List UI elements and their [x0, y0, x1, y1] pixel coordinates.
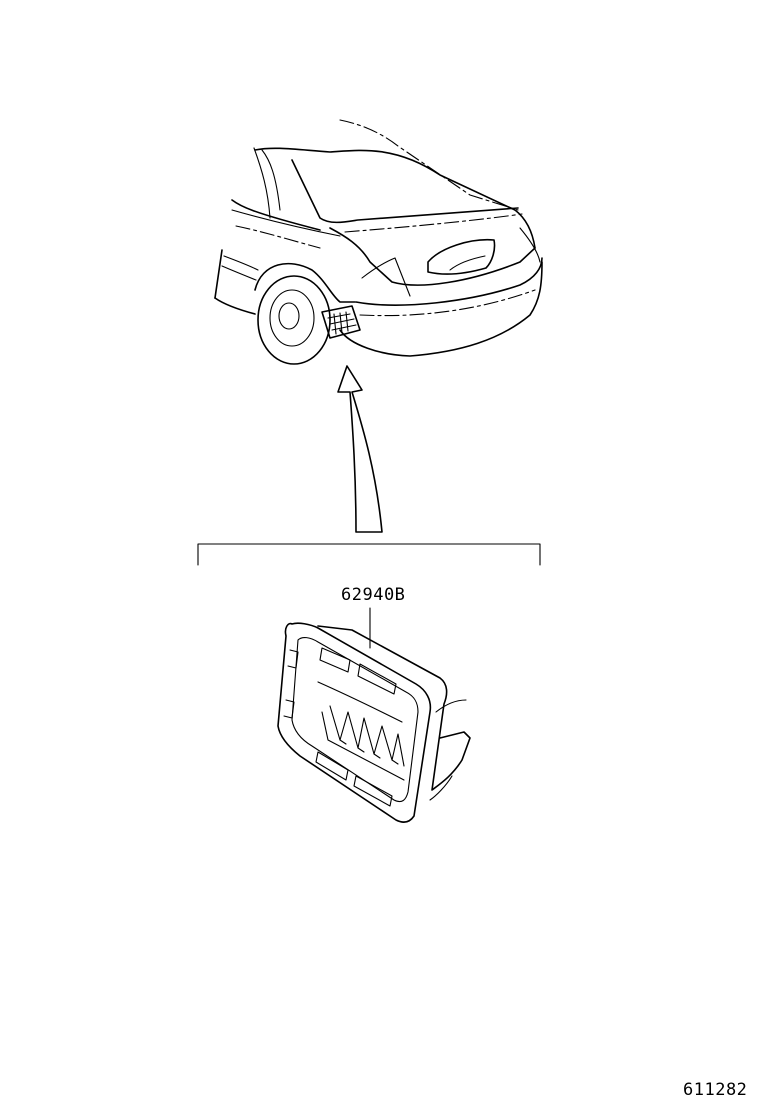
group-bracket — [197, 543, 541, 566]
duct-location-marker — [321, 305, 361, 339]
pointer-arrow — [337, 365, 383, 533]
figure-code: 611282 — [683, 1080, 747, 1100]
air-duct-part — [277, 622, 471, 823]
vehicle-rear-view — [214, 119, 543, 365]
part-number-label: 62940B — [341, 585, 405, 605]
